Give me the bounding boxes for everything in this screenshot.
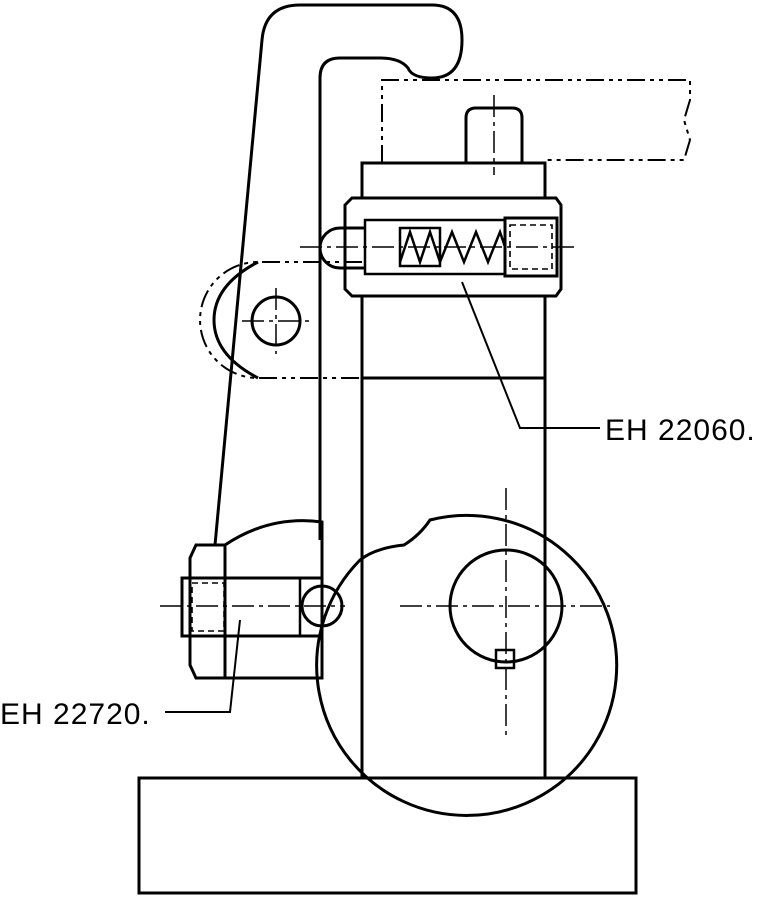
callout-set-screw: EH 22720. xyxy=(0,698,151,731)
leader-lines xyxy=(165,281,600,713)
top-pin xyxy=(464,95,524,175)
lever xyxy=(213,3,464,546)
main-column xyxy=(360,378,547,778)
phantom-eye xyxy=(199,260,362,380)
base-plate xyxy=(137,776,638,895)
top-block xyxy=(348,161,560,380)
callout-spring-plunger: EH 22060. xyxy=(605,414,756,447)
phantom-arm xyxy=(381,79,692,163)
cam xyxy=(315,488,619,817)
